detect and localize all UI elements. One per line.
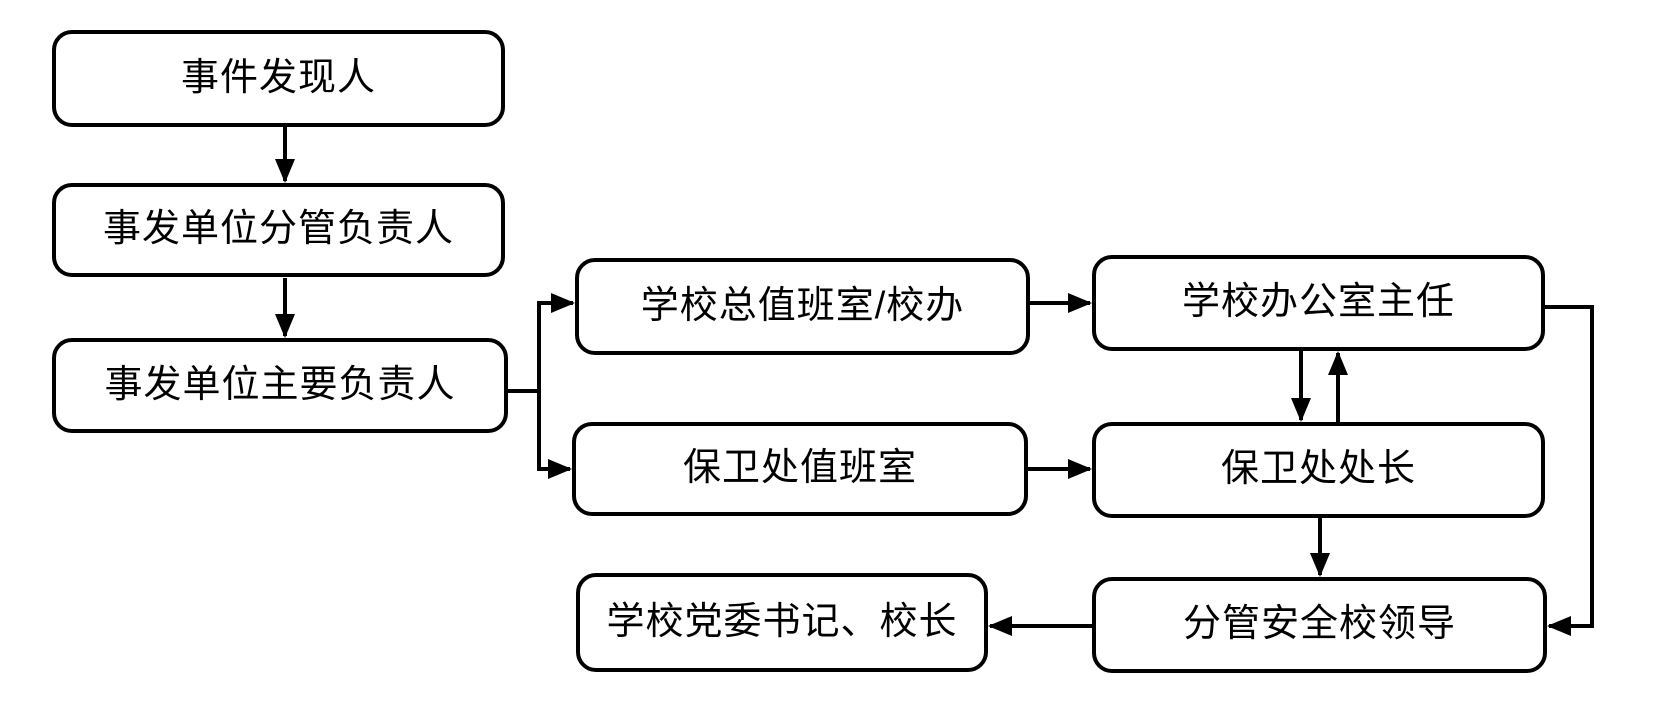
- node-school-office-director: 学校办公室主任: [1092, 255, 1545, 351]
- node-safety-school-leader: 分管安全校领导: [1092, 577, 1547, 673]
- node-party-secretary-president-label: 学校党委书记、校长: [606, 600, 958, 643]
- edge-office-director-route-to-safety-leader: [1545, 305, 1594, 636]
- node-school-duty-office: 学校总值班室/校办: [575, 258, 1030, 355]
- node-safety-school-leader-label: 分管安全校领导: [1182, 603, 1456, 646]
- node-security-duty-room: 保卫处值班室: [572, 422, 1028, 516]
- node-school-office-director-label: 学校办公室主任: [1181, 281, 1455, 324]
- node-party-secretary-president: 学校党委书记、校长: [576, 573, 988, 672]
- node-unit-main-head: 事发单位主要负责人: [52, 338, 508, 433]
- node-unit-main-head-label: 事发单位主要负责人: [104, 363, 456, 406]
- node-security-dept-head-label: 保卫处处长: [1220, 448, 1416, 491]
- node-unit-deputy-head: 事发单位分管负责人: [52, 183, 505, 277]
- node-school-duty-office-label: 学校总值班室/校办: [640, 284, 965, 327]
- node-unit-deputy-head-label: 事发单位分管负责人: [102, 208, 454, 251]
- node-security-dept-head: 保卫处处长: [1092, 422, 1545, 518]
- node-incident-discoverer-label: 事件发现人: [180, 56, 376, 99]
- edge-main-to-school-duty-office: [508, 293, 575, 393]
- edge-main-to-security-duty-room: [537, 391, 572, 479]
- node-security-duty-room-label: 保卫处值班室: [682, 447, 917, 490]
- node-incident-discoverer: 事件发现人: [52, 30, 505, 127]
